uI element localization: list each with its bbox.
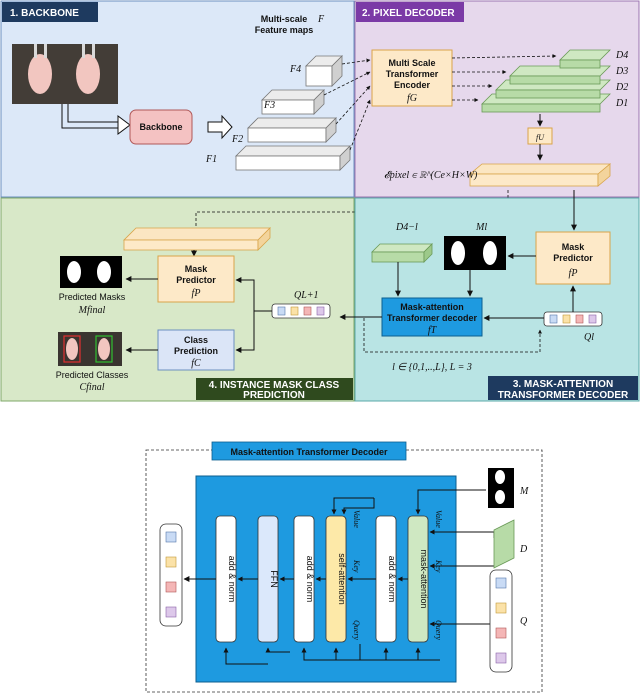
decoder-mask-symbol: fP bbox=[569, 268, 578, 279]
detail-mask-image bbox=[488, 468, 514, 508]
level-f1: F1 bbox=[205, 154, 217, 165]
class-prediction-box bbox=[157, 329, 235, 371]
predicted-masks-symbol: Mfinal bbox=[78, 305, 106, 316]
predicted-classes-image bbox=[58, 332, 122, 366]
backbone-label: Backbone bbox=[139, 122, 182, 132]
level-d3: D3 bbox=[615, 66, 628, 77]
add-norm-1-label: add & norm bbox=[387, 556, 397, 603]
panel-pixel-title: 2. PIXEL DECODER bbox=[362, 8, 455, 19]
backbone-box bbox=[129, 109, 193, 145]
input-image bbox=[12, 44, 118, 104]
self-query-label: Query bbox=[352, 620, 361, 640]
add-norm-3-label: add & norm bbox=[227, 556, 237, 603]
decoder-feature-label: D4−l bbox=[395, 222, 418, 233]
panel-backbone-title: 1. BACKBONE bbox=[10, 8, 79, 19]
level-f4: F4 bbox=[289, 64, 301, 75]
level-d1: D1 bbox=[615, 98, 628, 109]
level-f3: F3 bbox=[263, 100, 275, 111]
decoder-mask-line-2: Predictor bbox=[553, 253, 593, 263]
instance-embedding bbox=[123, 227, 271, 241]
self-key-label: Key bbox=[352, 559, 361, 573]
panel-instance-title-2: PREDICTION bbox=[243, 390, 305, 401]
level-d4: D4 bbox=[615, 50, 628, 61]
feature-pyramid bbox=[235, 55, 351, 171]
detail-d-label: D bbox=[519, 544, 528, 555]
encoder-box bbox=[371, 49, 453, 107]
encoder-line-1: Multi Scale bbox=[388, 58, 435, 68]
loop-label: l ∈ {0,1,..,L}, L = 3 bbox=[392, 362, 472, 373]
class-line-1: Class bbox=[184, 335, 208, 345]
panel-instance: 4. INSTANCE MASK CLASS PREDICTION Mask P… bbox=[0, 190, 509, 402]
decoder-query-label: Ql bbox=[584, 332, 594, 343]
encoder-line-3: Encoder bbox=[394, 80, 431, 90]
upsample-symbol: fU bbox=[536, 133, 545, 142]
mask-image bbox=[444, 236, 506, 270]
feature-title-2: Feature maps bbox=[255, 25, 314, 35]
final-query-label: QL+1 bbox=[294, 290, 319, 301]
pixel-embedding bbox=[468, 163, 612, 175]
detail-d-feature bbox=[493, 519, 515, 569]
pixel-feature-stack bbox=[481, 49, 611, 113]
feature-symbol: F bbox=[317, 14, 325, 25]
final-query-vector bbox=[271, 303, 331, 319]
instance-mask-line-2: Predictor bbox=[176, 275, 216, 285]
self-attention-label: self-attention bbox=[337, 553, 347, 605]
decoder-mask-predictor bbox=[535, 231, 611, 285]
pixel-embedding-label: 𝓔pixel ∈ ℝ^(Ce×H×W) bbox=[384, 170, 478, 181]
predicted-classes-label: Predicted Classes bbox=[56, 370, 129, 380]
class-line-2: Prediction bbox=[174, 346, 218, 356]
panel-mask-attention: 3. MASK-ATTENTION TRANSFORMER DECODER Ma… bbox=[339, 190, 640, 402]
panel-pixel-decoder: 2. PIXEL DECODER Multi Scale Transformer… bbox=[323, 0, 640, 198]
mask-value-label: Value bbox=[434, 510, 443, 528]
detail-output-vector bbox=[159, 523, 183, 627]
transformer-line-1: Mask-attention bbox=[400, 302, 464, 312]
transformer-decoder-box bbox=[381, 297, 483, 337]
transformer-symbol: fT bbox=[428, 325, 438, 336]
level-f2: F2 bbox=[231, 134, 243, 145]
panel-mask-title-1: 3. MASK-ATTENTION bbox=[513, 379, 613, 390]
detail-query-vector bbox=[489, 569, 513, 673]
add-norm-2-label: add & norm bbox=[305, 556, 315, 603]
panel-backbone: 1. BACKBONE Backbone bbox=[0, 0, 355, 198]
detail-title: Mask-attention Transformer Decoder bbox=[230, 447, 388, 457]
decoder-feature bbox=[371, 243, 433, 253]
detail-diagram: Mask-attention Transformer Decoder add &… bbox=[145, 441, 543, 693]
panel-mask-title-2: TRANSFORMER DECODER bbox=[498, 390, 629, 401]
self-value-label: Value bbox=[352, 510, 361, 528]
detail-m-label: M bbox=[519, 486, 529, 497]
encoder-symbol: fG bbox=[407, 93, 417, 104]
mask-attention-label: mask-attention bbox=[419, 549, 429, 608]
instance-mask-line-1: Mask bbox=[185, 264, 209, 274]
mask-label: Ml bbox=[475, 222, 487, 233]
feature-title-1: Multi-scale bbox=[261, 14, 308, 24]
detail-q-label: Q bbox=[520, 616, 528, 627]
mask-query-label: Query bbox=[434, 620, 443, 640]
ffn-label: FFN bbox=[269, 570, 279, 588]
panel-instance-title-1: 4. INSTANCE MASK CLASS bbox=[209, 380, 340, 391]
class-symbol: fC bbox=[191, 358, 201, 369]
predicted-masks-label: Predicted Masks bbox=[59, 292, 126, 302]
encoder-line-2: Transformer bbox=[386, 69, 439, 79]
level-d2: D2 bbox=[615, 82, 628, 93]
transformer-line-2: Transformer decoder bbox=[387, 313, 478, 323]
predicted-masks-image bbox=[60, 256, 122, 288]
decoder-query-vector bbox=[543, 311, 603, 327]
predicted-classes-symbol: Cfinal bbox=[79, 382, 104, 393]
decoder-mask-line-1: Mask bbox=[562, 242, 586, 252]
instance-mask-symbol: fP bbox=[192, 288, 201, 299]
instance-mask-predictor bbox=[157, 255, 235, 303]
